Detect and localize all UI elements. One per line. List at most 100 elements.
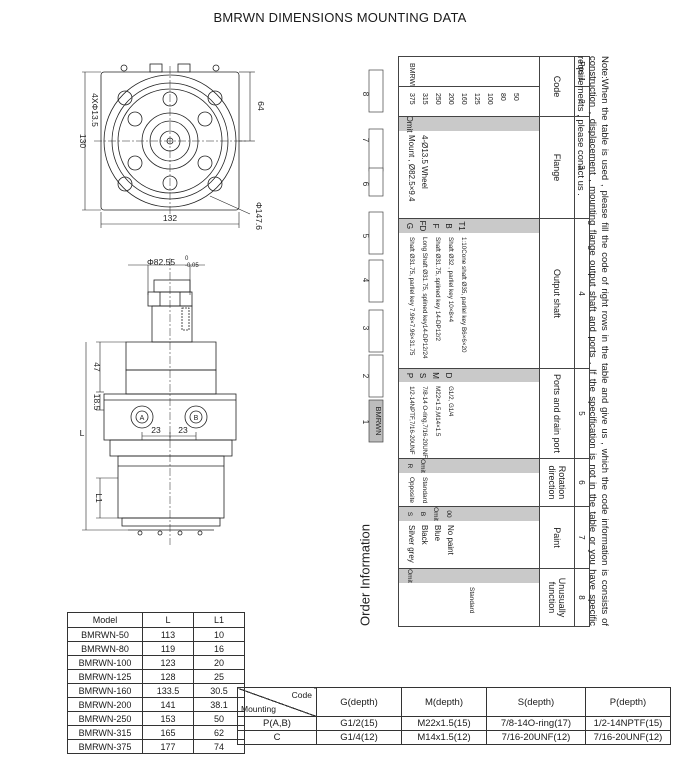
mounting-cell: C [237, 730, 317, 745]
order-box-6 [368, 167, 384, 197]
rotation-desc: Standard [421, 477, 428, 504]
paint-desc: Black [420, 525, 429, 545]
order-num-4: 4 [361, 278, 370, 283]
displacement-value: 200 [447, 93, 454, 105]
order-table-wrap: Pos.1 2 3 4 5 6 7 8 Code Flange Output s… [398, 56, 590, 627]
p-cell: 1/2-14NPTF(15) [585, 716, 671, 731]
paint-code: S [406, 511, 413, 517]
port-code: M [431, 372, 440, 379]
l-cell: 123 [142, 655, 194, 670]
order-box-7 [368, 128, 384, 172]
pos1-code: BMRWN [408, 63, 415, 87]
model-cell: BMRWN-50 [67, 627, 143, 642]
port-a-label: A [140, 415, 145, 422]
l-cell: 165 [142, 725, 194, 740]
l-header: L [142, 612, 194, 628]
corner-header: Code Mounting [237, 687, 317, 717]
l-cell: 113 [142, 627, 194, 642]
dim-23-left: 23 [151, 425, 161, 435]
order-table: Pos.1 2 3 4 5 6 7 8 Code Flange Output s… [398, 56, 590, 627]
mount-hole [117, 90, 133, 106]
rotation-desc: Opposite [408, 477, 415, 504]
port-desc: G1/2, G1/4 [447, 386, 454, 417]
mounting-cell: P(A,B) [237, 716, 317, 731]
model-cell: BMRWN-315 [67, 725, 143, 740]
shaft-code: G [405, 222, 414, 230]
l-cell: 128 [142, 669, 194, 684]
l1-cell: 16 [193, 641, 245, 656]
dim-pilot: Φ82.55 [147, 257, 175, 267]
dim-L1: L1 [94, 493, 104, 503]
displacement-value: 80 [499, 93, 506, 101]
shaft-code: FD [418, 220, 427, 232]
order-num-1: 1 [361, 420, 370, 425]
l1-cell: 74 [193, 739, 245, 754]
l-cell: 141 [142, 697, 194, 712]
shaft-cell: T1 B F FD G 1:10Cone shaft Ø35, parllel … [398, 218, 540, 369]
paint-code: 00 [445, 510, 452, 518]
order-num-2: 2 [361, 374, 370, 379]
l1-cell: 25 [193, 669, 245, 684]
output-shaft [151, 305, 193, 343]
port-code: P [405, 372, 414, 379]
l1-cell: 10 [193, 627, 245, 642]
shaft-code: F [431, 223, 440, 229]
s-header: S(depth) [486, 687, 586, 717]
displacement-value: 125 [473, 93, 480, 105]
dim-47: 47 [92, 362, 102, 372]
port-desc: 1/2-14NPTF,7/16-20UNF [408, 386, 415, 455]
l-cell: 153 [142, 711, 194, 726]
paint-desc: Blue [433, 525, 442, 542]
shaft-desc: 1:10Cone shaft Ø35, parllel key B6×6×20 [460, 237, 467, 353]
rotation-code: R [406, 463, 413, 469]
displacement-value: 250 [434, 93, 441, 105]
paint-column-name: Paint [539, 506, 575, 569]
table-row: C G1/4(12) M14x1.5(12) 7/16-20UNF(12) 7/… [237, 730, 671, 745]
order-information-title-wrap: Order Information [357, 524, 372, 626]
order-box-1 [368, 399, 384, 443]
shaft-column-name: Output shaft [539, 218, 575, 369]
model-cell: BMRWN-100 [67, 655, 143, 670]
port-b-label: B [194, 415, 199, 422]
model-cell: BMRWN-160 [67, 683, 143, 698]
rotation-cell: Omit R Standard Opposite [398, 458, 540, 507]
unusual-desc: Standard [468, 587, 476, 614]
shaft-desc: Shaft Ø31.75, parllel key 7.96×7.96×31.7… [408, 237, 415, 356]
flange-desc: 4-Ø13.5 Wheel [420, 135, 429, 189]
paint-desc: No paint [446, 525, 455, 555]
order-information-title: Order Information [357, 524, 372, 626]
ports-column-name: Ports and drain port [539, 368, 575, 459]
corner-mounting-label: Mounting [241, 704, 276, 714]
model-cell: BMRWN-250 [67, 711, 143, 726]
code-column-name: Code [539, 56, 575, 117]
displacement-value: 160 [460, 93, 467, 105]
port-desc: M22×1.5,M14×1.5 [434, 386, 441, 437]
rotation-column-name: Rotation direction [539, 458, 575, 507]
g-header: G(depth) [316, 687, 402, 717]
order-box-5 [368, 211, 384, 255]
dim-130: 130 [78, 134, 88, 148]
port-thread-table: Code Mounting G(depth) M(depth) S(depth)… [237, 687, 671, 745]
l-cell: 119 [142, 641, 194, 656]
p-header: P(depth) [585, 687, 671, 717]
order-num-5: 5 [361, 234, 370, 239]
dim-18-5: 18.5 [92, 394, 102, 411]
port-code: S [418, 372, 427, 379]
order-num-6: 6 [361, 182, 370, 187]
flange-column-name: Flange [539, 116, 575, 219]
shaft-code: T1 [457, 221, 466, 231]
shaft-desc: Long Shaft Ø31.75, splined key14-DP12/24 [421, 237, 428, 359]
corner-code-label: Code [291, 690, 312, 700]
s-cell: 7/16-20UNF(12) [486, 730, 586, 745]
s-cell: 7/8-14O-ring(17) [486, 716, 586, 731]
m-cell: M14x1.5(12) [401, 730, 487, 745]
order-note: Note:When the table is used , please fil… [575, 56, 610, 626]
p-cell: 7/16-20UNF(12) [585, 730, 671, 745]
m-header: M(depth) [401, 687, 487, 717]
model-cell: BMRWN-125 [67, 669, 143, 684]
